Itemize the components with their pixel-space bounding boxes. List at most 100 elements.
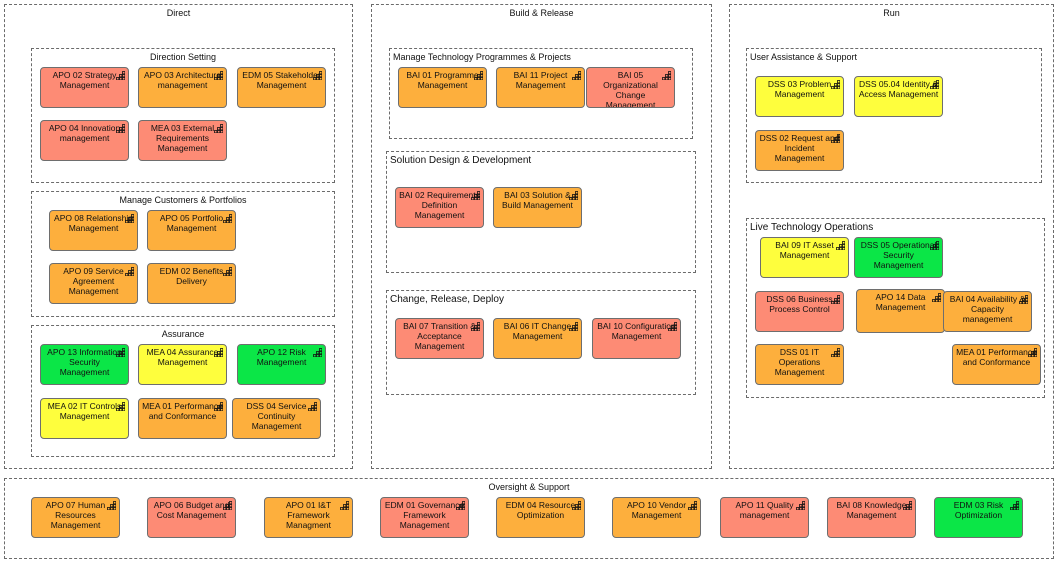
element-edm04[interactable]: EDM 04 Resource Optimization: [496, 497, 585, 538]
capability-icon: [313, 71, 322, 80]
element-label: APO 07 Human Resources Management: [45, 500, 106, 530]
element-mea01b[interactable]: MEA 01 Performance and Conformance: [952, 344, 1041, 385]
element-label: DSS 05.04 Identity & Access Management: [858, 79, 939, 99]
element-bai01[interactable]: BAI 01 Programme Management: [398, 67, 487, 108]
element-apo06[interactable]: APO 06 Budget and Cost Management: [147, 497, 236, 538]
element-dss04[interactable]: DSS 04 Service Continuity Management: [232, 398, 321, 439]
element-apo02[interactable]: APO 02 Strategy Management: [40, 67, 129, 108]
element-mea01a[interactable]: MEA 01 Performance and Conformance: [138, 398, 227, 439]
element-edm05[interactable]: EDM 05 Stakeholder Management: [237, 67, 326, 108]
capability-icon: [116, 348, 125, 357]
element-label: APO 03 Architecture management: [143, 70, 221, 90]
element-bai09[interactable]: BAI 09 IT Asset Management: [760, 237, 849, 278]
element-bai04[interactable]: BAI 04 Availability & Capacity managemen…: [943, 291, 1032, 332]
element-label: BAI 11 Project Management: [513, 70, 568, 90]
element-label: APO 11 Quality management: [735, 500, 794, 520]
capability-icon: [214, 124, 223, 133]
group-title: Assurance: [161, 329, 205, 339]
section-title: Build & Release: [509, 8, 574, 18]
element-apo04[interactable]: APO 04 Innovation management: [40, 120, 129, 161]
capability-icon: [903, 501, 912, 510]
group-title: Change, Release, Deploy: [390, 294, 504, 305]
element-apo07[interactable]: APO 07 Human Resources Management: [31, 497, 120, 538]
element-label: EDM 03 Risk Optimization: [953, 500, 1004, 520]
capability-icon: [572, 71, 581, 80]
element-apo14[interactable]: APO 14 Data Management: [856, 289, 945, 333]
element-dss0504[interactable]: DSS 05.04 Identity & Access Management: [854, 76, 943, 117]
element-dss02[interactable]: DSS 02 Request and Incident Management: [755, 130, 844, 171]
element-apo09[interactable]: APO 09 Service Agreement Management: [49, 263, 138, 304]
element-mea02[interactable]: MEA 02 IT Controls Management: [40, 398, 129, 439]
capability-icon: [569, 322, 578, 331]
element-bai07[interactable]: BAI 07 Transition & Acceptance Managemen…: [395, 318, 484, 359]
group-title: User Assistance & Support: [750, 52, 858, 62]
capability-icon: [471, 322, 480, 331]
element-apo05[interactable]: APO 05 Portfolio Management: [147, 210, 236, 251]
capability-icon: [223, 267, 232, 276]
element-bai08[interactable]: BAI 08 Knowledge Management: [827, 497, 916, 538]
element-mea04[interactable]: MEA 04 Assurance Management: [138, 344, 227, 385]
element-label: DSS 06 Business Process Control: [766, 294, 833, 314]
element-label: BAI 07 Transition & Acceptance Managemen…: [403, 321, 476, 351]
element-label: APO 09 Service Agreement Management: [63, 266, 124, 296]
capability-icon: [474, 71, 483, 80]
element-edm02[interactable]: EDM 02 Benefits Delivery: [147, 263, 236, 304]
element-apo03[interactable]: APO 03 Architecture management: [138, 67, 227, 108]
element-label: BAI 02 Requirements Definition Managemen…: [399, 190, 480, 220]
capability-icon: [223, 214, 232, 223]
element-mea03[interactable]: MEA 03 External Requirements Management: [138, 120, 227, 161]
element-label: EDM 04 Resource Optimization: [505, 500, 576, 520]
element-label: BAI 04 Availability & Capacity managemen…: [949, 294, 1026, 324]
element-bai10[interactable]: BAI 10 Configuration Management: [592, 318, 681, 359]
element-edm01[interactable]: EDM 01 Governance Framework Management: [380, 497, 469, 538]
element-label: DSS 01 IT Operations Management: [774, 347, 825, 377]
capability-icon: [107, 501, 116, 510]
element-label: APO 12 Risk Management: [256, 347, 307, 367]
element-label: BAI 05 Organizational Change Management: [603, 70, 658, 108]
element-bai05[interactable]: BAI 05 Organizational Change Management: [586, 67, 675, 108]
element-bai02[interactable]: BAI 02 Requirements Definition Managemen…: [395, 187, 484, 228]
capability-icon: [662, 71, 671, 80]
element-apo13[interactable]: APO 13 Information Security Management: [40, 344, 129, 385]
element-label: BAI 06 IT Change Management: [503, 321, 572, 341]
element-label: APO 01 I&T Framework Managment: [285, 500, 332, 530]
element-label: DSS 03 Problem Management: [767, 79, 832, 99]
element-label: APO 10 Vendor Management: [626, 500, 687, 520]
element-label: MEA 01 Performance and Conformance: [142, 401, 223, 421]
capability-icon: [930, 241, 939, 250]
element-bai06[interactable]: BAI 06 IT Change Management: [493, 318, 582, 359]
element-label: APO 13 Information Security Management: [47, 347, 122, 377]
element-dss01[interactable]: DSS 01 IT Operations Management: [755, 344, 844, 385]
capability-icon: [125, 214, 134, 223]
capability-icon: [456, 501, 465, 510]
capability-icon: [831, 348, 840, 357]
element-dss05[interactable]: DSS 05 Operational Security Management: [854, 237, 943, 278]
element-label: MEA 02 IT Controls Management: [47, 401, 122, 421]
capability-icon: [1010, 501, 1019, 510]
capability-icon: [932, 293, 941, 302]
element-bai11[interactable]: BAI 11 Project Management: [496, 67, 585, 108]
element-apo01[interactable]: APO 01 I&T Framework Managment: [264, 497, 353, 538]
section-title: Run: [883, 8, 900, 18]
element-dss06[interactable]: DSS 06 Business Process Control: [755, 291, 844, 332]
element-edm03[interactable]: EDM 03 Risk Optimization: [934, 497, 1023, 538]
element-apo10[interactable]: APO 10 Vendor Management: [612, 497, 701, 538]
element-apo12[interactable]: APO 12 Risk Management: [237, 344, 326, 385]
capability-icon: [214, 348, 223, 357]
group-title: Solution Design & Development: [390, 155, 532, 166]
capability-icon: [214, 402, 223, 411]
element-apo08[interactable]: APO 08 Relationship Management: [49, 210, 138, 251]
capability-icon: [831, 134, 840, 143]
capability-icon: [831, 295, 840, 304]
group-title: Live Technology Operations: [750, 222, 874, 233]
group-title: Manage Customers & Portfolios: [119, 195, 247, 205]
element-dss03[interactable]: DSS 03 Problem Management: [755, 76, 844, 117]
capability-icon: [223, 501, 232, 510]
element-apo11[interactable]: APO 11 Quality management: [720, 497, 809, 538]
capability-icon: [214, 71, 223, 80]
capability-icon: [569, 191, 578, 200]
element-bai03[interactable]: BAI 03 Solution & Build Management: [493, 187, 582, 228]
capability-icon: [116, 124, 125, 133]
element-label: DSS 02 Request and Incident Management: [759, 133, 840, 163]
element-label: BAI 01 Programme Management: [406, 70, 479, 90]
